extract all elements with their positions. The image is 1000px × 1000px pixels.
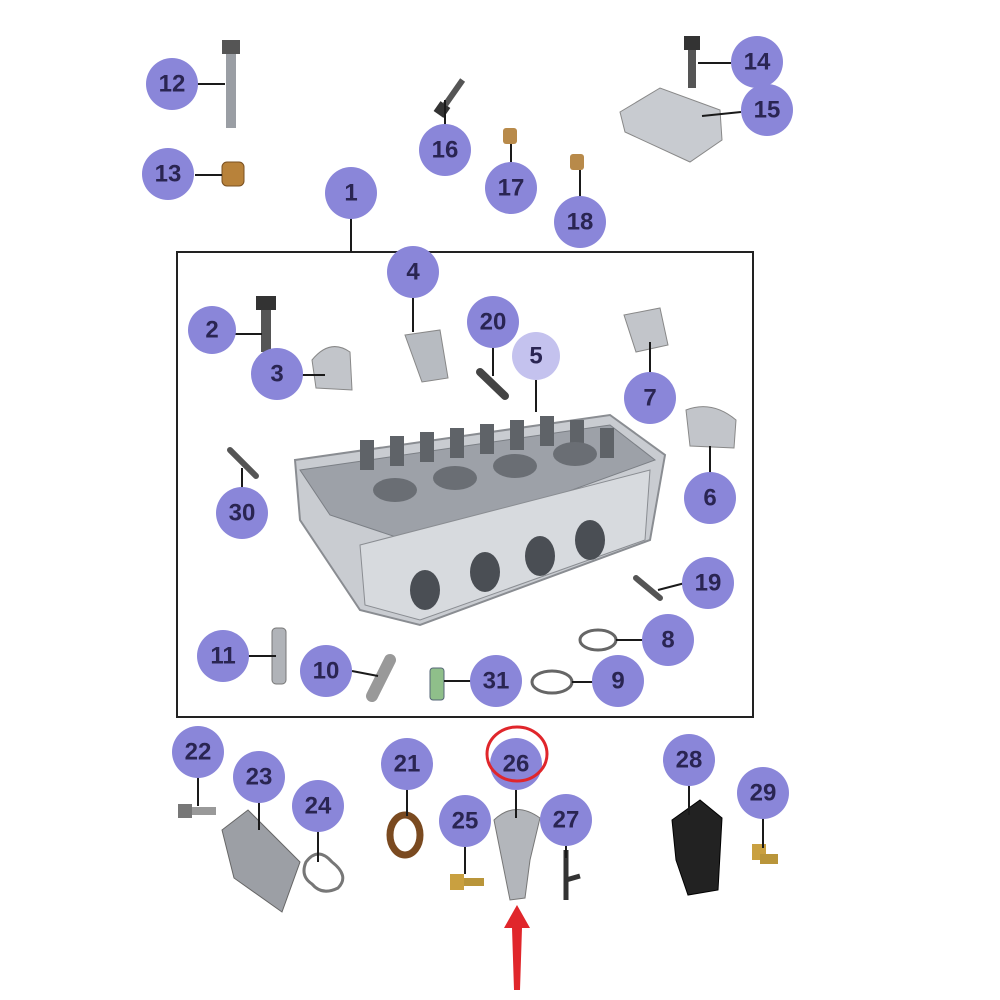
callout-29: 29 [737,767,789,819]
callout-31: 31 [470,655,522,707]
cam-cap-6-drawing [685,406,737,449]
svg-text:21: 21 [394,751,421,778]
sleeve-31-drawing [429,667,445,701]
bolt-25-drawing [450,874,484,890]
valve-seal-18-drawing [570,154,584,170]
cam-cap-4-drawing [404,329,449,383]
bolt-2-drawing [256,296,276,352]
svg-text:20: 20 [480,309,507,336]
svg-text:30: 30 [229,500,256,527]
callout-27: 27 [540,794,592,846]
cover-plate-drawing [619,87,723,163]
svg-text:10: 10 [313,658,340,685]
callout-30: 30 [216,487,268,539]
dowel-20-drawing [476,368,509,400]
cam-cap-7-drawing [623,307,669,353]
svg-text:28: 28 [676,747,703,774]
callout-7: 7 [624,372,676,424]
pin-10-drawing [366,654,396,702]
callout-9: 9 [592,655,644,707]
svg-text:5: 5 [529,343,542,370]
callout-16: 16 [419,124,471,176]
svg-text:31: 31 [483,668,510,695]
svg-text:3: 3 [270,361,283,388]
callout-2: 2 [188,306,236,354]
svg-text:22: 22 [185,739,212,766]
bolt-29-drawing [752,844,778,864]
o-ring-8-drawing [578,628,618,652]
svg-text:7: 7 [643,385,656,412]
svg-text:27: 27 [553,807,580,834]
callout-13: 13 [142,148,194,200]
svg-text:18: 18 [567,209,594,236]
cylinder-head-drawing [293,413,667,627]
callout-12: 12 [146,58,198,110]
svg-text:24: 24 [305,793,332,820]
svg-text:14: 14 [744,49,771,76]
clip-27-drawing [563,850,581,900]
svg-text:19: 19 [695,570,722,597]
bracket-26-drawing [493,809,541,901]
callout-8: 8 [642,614,694,666]
callout-15: 15 [741,84,793,136]
callout-20: 20 [467,296,519,348]
highlight-ring [485,725,549,783]
callout-11: 11 [197,630,249,682]
svg-text:15: 15 [754,97,781,124]
bolt-22-drawing [178,804,216,818]
cam-cap-3-drawing [311,346,353,391]
callout-21: 21 [381,738,433,790]
svg-text:2: 2 [205,317,218,344]
callout-25: 25 [439,795,491,847]
oil-seal-21-drawing [386,811,424,859]
bolt-long-drawing [222,40,240,128]
callout-6: 6 [684,472,736,524]
valve-seal-17-drawing [503,128,517,144]
callout-17: 17 [485,162,537,214]
callout-5: 5 [512,332,560,380]
callout-14: 14 [731,36,783,88]
svg-text:13: 13 [155,161,182,188]
nut-drawing [221,161,245,187]
callout-19: 19 [682,557,734,609]
svg-text:23: 23 [246,764,273,791]
assembly-frame [176,251,754,718]
svg-text:1: 1 [344,180,357,207]
cover-23-drawing [221,809,301,913]
callout-22: 22 [172,726,224,778]
svg-text:12: 12 [159,71,186,98]
svg-text:17: 17 [498,175,525,202]
callout-24: 24 [292,780,344,832]
svg-text:8: 8 [661,627,674,654]
svg-text:9: 9 [611,668,624,695]
svg-text:11: 11 [210,643,235,670]
callout-28: 28 [663,734,715,786]
dowel-19-drawing [633,575,663,601]
callout-3: 3 [251,348,303,400]
callout-4: 4 [387,246,439,298]
svg-text:25: 25 [452,808,479,835]
gasket-24-drawing [302,852,345,893]
svg-text:6: 6 [703,485,716,512]
svg-text:26: 26 [503,751,530,778]
svg-text:4: 4 [406,259,420,286]
red-arrow-icon [504,905,530,990]
svg-text:29: 29 [750,780,777,807]
dowel-30-drawing [227,447,259,479]
sensor-28-drawing [671,799,723,896]
bolt-top-right-drawing [684,36,700,88]
callout-1: 1 [325,167,377,219]
callout-18: 18 [554,196,606,248]
o-ring-9-drawing [530,669,574,695]
bolt-small-drawing [433,78,466,118]
callout-23: 23 [233,751,285,803]
svg-text:16: 16 [432,137,459,164]
callout-10: 10 [300,645,352,697]
